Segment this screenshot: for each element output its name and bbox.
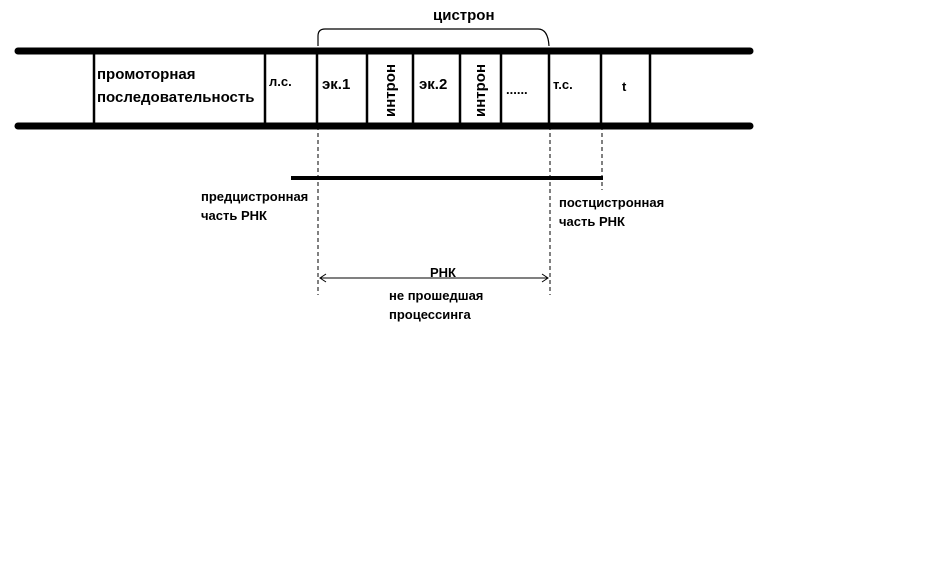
exon2-label: эк.2 (419, 76, 447, 93)
pre-cistronic-label-line2: часть РНК (201, 208, 267, 223)
cistron-bracket (317, 28, 550, 47)
dashed-guides (317, 126, 603, 295)
intron1-label: интрон (382, 64, 399, 117)
post-cistronic-label-line1: постцистронная (559, 195, 664, 210)
ellipsis-label: ...... (506, 82, 528, 97)
intron2-label: интрон (472, 64, 489, 117)
post-cistronic-label-line2: часть РНК (559, 214, 625, 229)
segment-dividers (92, 51, 652, 126)
pre-cistronic-label-line1: предцистронная (201, 189, 308, 204)
exon1-label: эк.1 (322, 76, 350, 93)
unprocessed-label-line1: не прошедшая (389, 288, 483, 303)
rna-extent-arrow (319, 273, 549, 283)
rna-label: РНК (430, 265, 456, 280)
promoter-label-line1: промоторная (97, 66, 196, 83)
promoter-label-line2: последовательность (97, 89, 254, 106)
terminator-sequence-label: т.с. (553, 77, 573, 92)
cistron-label: цистрон (433, 7, 495, 24)
t-label: t (622, 79, 627, 94)
leader-sequence-label: л.с. (269, 74, 292, 89)
unprocessed-label-line2: процессинга (389, 307, 472, 322)
